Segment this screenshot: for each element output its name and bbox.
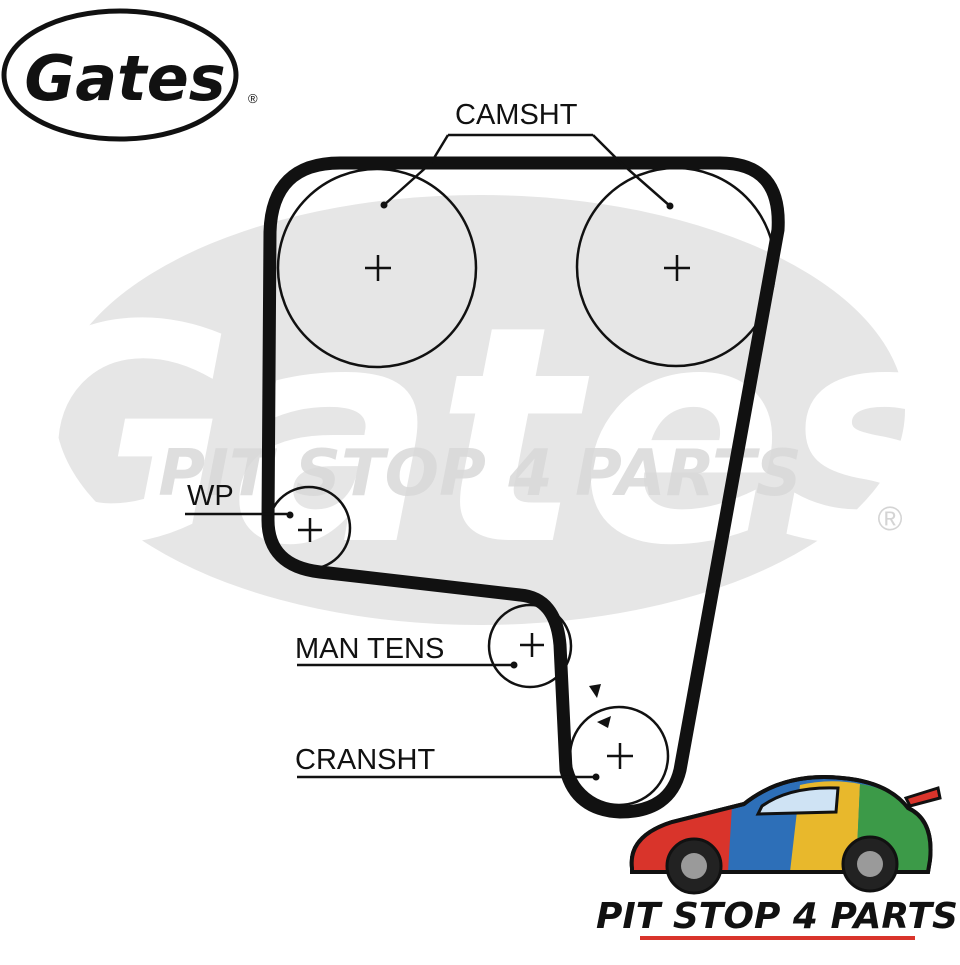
camshaft-timing-dot-right xyxy=(666,202,674,210)
timing-belt xyxy=(261,156,785,819)
logo-underline-red xyxy=(640,936,915,940)
pit-stop-4-parts-text: PIT STOP 4 PARTS xyxy=(596,896,958,937)
gates-logo: Gates ® xyxy=(1,8,258,142)
crankshaft-label: CRANSHT xyxy=(295,744,435,776)
camshaft-timing-dot-left xyxy=(380,201,388,209)
pit-stop-4-parts-logo: PIT STOP 4 PARTS xyxy=(596,775,958,940)
water-pump-label: WP xyxy=(187,480,234,512)
gates-watermark: Gates ® PIT STOP 4 PARTS xyxy=(0,195,960,625)
camshaft-leader-left xyxy=(383,134,450,206)
crankshaft-timing-arrows xyxy=(589,684,611,728)
gates-logo-text: Gates xyxy=(24,42,225,115)
gates-registered-mark: ® xyxy=(248,91,258,106)
camshaft-leader-right xyxy=(592,134,671,207)
manual-tensioner-label: MAN TENS xyxy=(295,633,444,665)
water-pump-dot xyxy=(286,511,294,519)
camshaft-label: CAMSHT xyxy=(455,99,578,131)
manual-tensioner-pulley xyxy=(487,603,573,689)
pulley-center-marks xyxy=(298,255,690,769)
gates-watermark-text: Gates xyxy=(0,262,960,611)
crankshaft-dot xyxy=(592,773,600,781)
shop-watermark-text: PIT STOP 4 PARTS xyxy=(158,437,802,511)
tensioner-dot xyxy=(510,661,518,669)
watermark-registered-mark: ® xyxy=(877,500,902,538)
car-illustration xyxy=(629,775,942,895)
